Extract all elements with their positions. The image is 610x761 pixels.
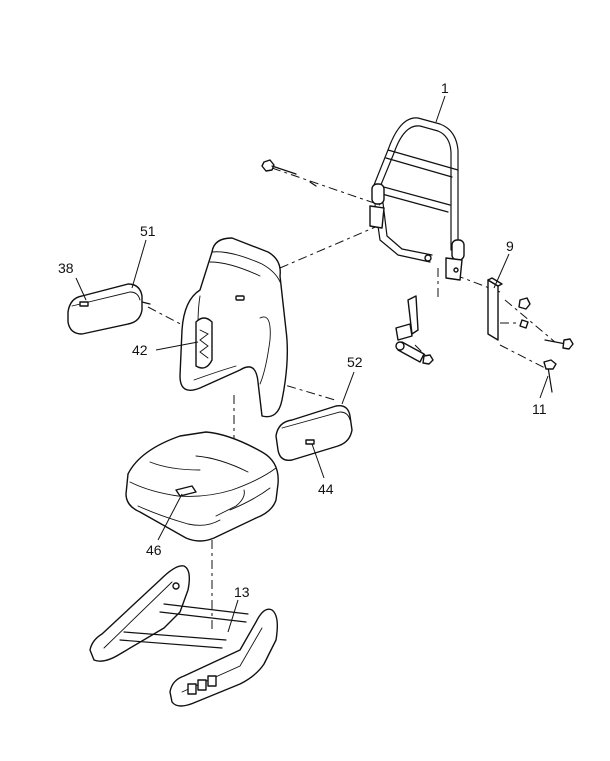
seat-cushion xyxy=(125,431,279,542)
callout-51: 51 xyxy=(140,223,156,239)
hex-bolt-top xyxy=(261,159,317,187)
callout-44: 44 xyxy=(318,481,334,497)
seat-back xyxy=(179,237,289,418)
callout-labels: 1 9 11 13 38 42 44 46 51 52 xyxy=(58,80,547,600)
callout-11: 11 xyxy=(532,401,547,417)
callout-52: 52 xyxy=(347,354,363,370)
assembly-lines xyxy=(147,167,556,630)
mounting-bracket xyxy=(487,277,503,341)
lever-linkage xyxy=(395,295,434,365)
callout-13: 13 xyxy=(234,584,250,600)
left-armrest xyxy=(67,283,151,335)
roll-bar-frame xyxy=(369,117,465,281)
callout-1: 1 xyxy=(441,80,449,96)
right-armrest xyxy=(275,405,353,461)
callout-46: 46 xyxy=(146,542,162,558)
callout-42: 42 xyxy=(132,342,148,358)
bracket-hardware xyxy=(518,297,574,393)
callout-9: 9 xyxy=(506,238,514,254)
callout-leaders xyxy=(75,95,549,633)
callout-38: 38 xyxy=(58,260,74,276)
